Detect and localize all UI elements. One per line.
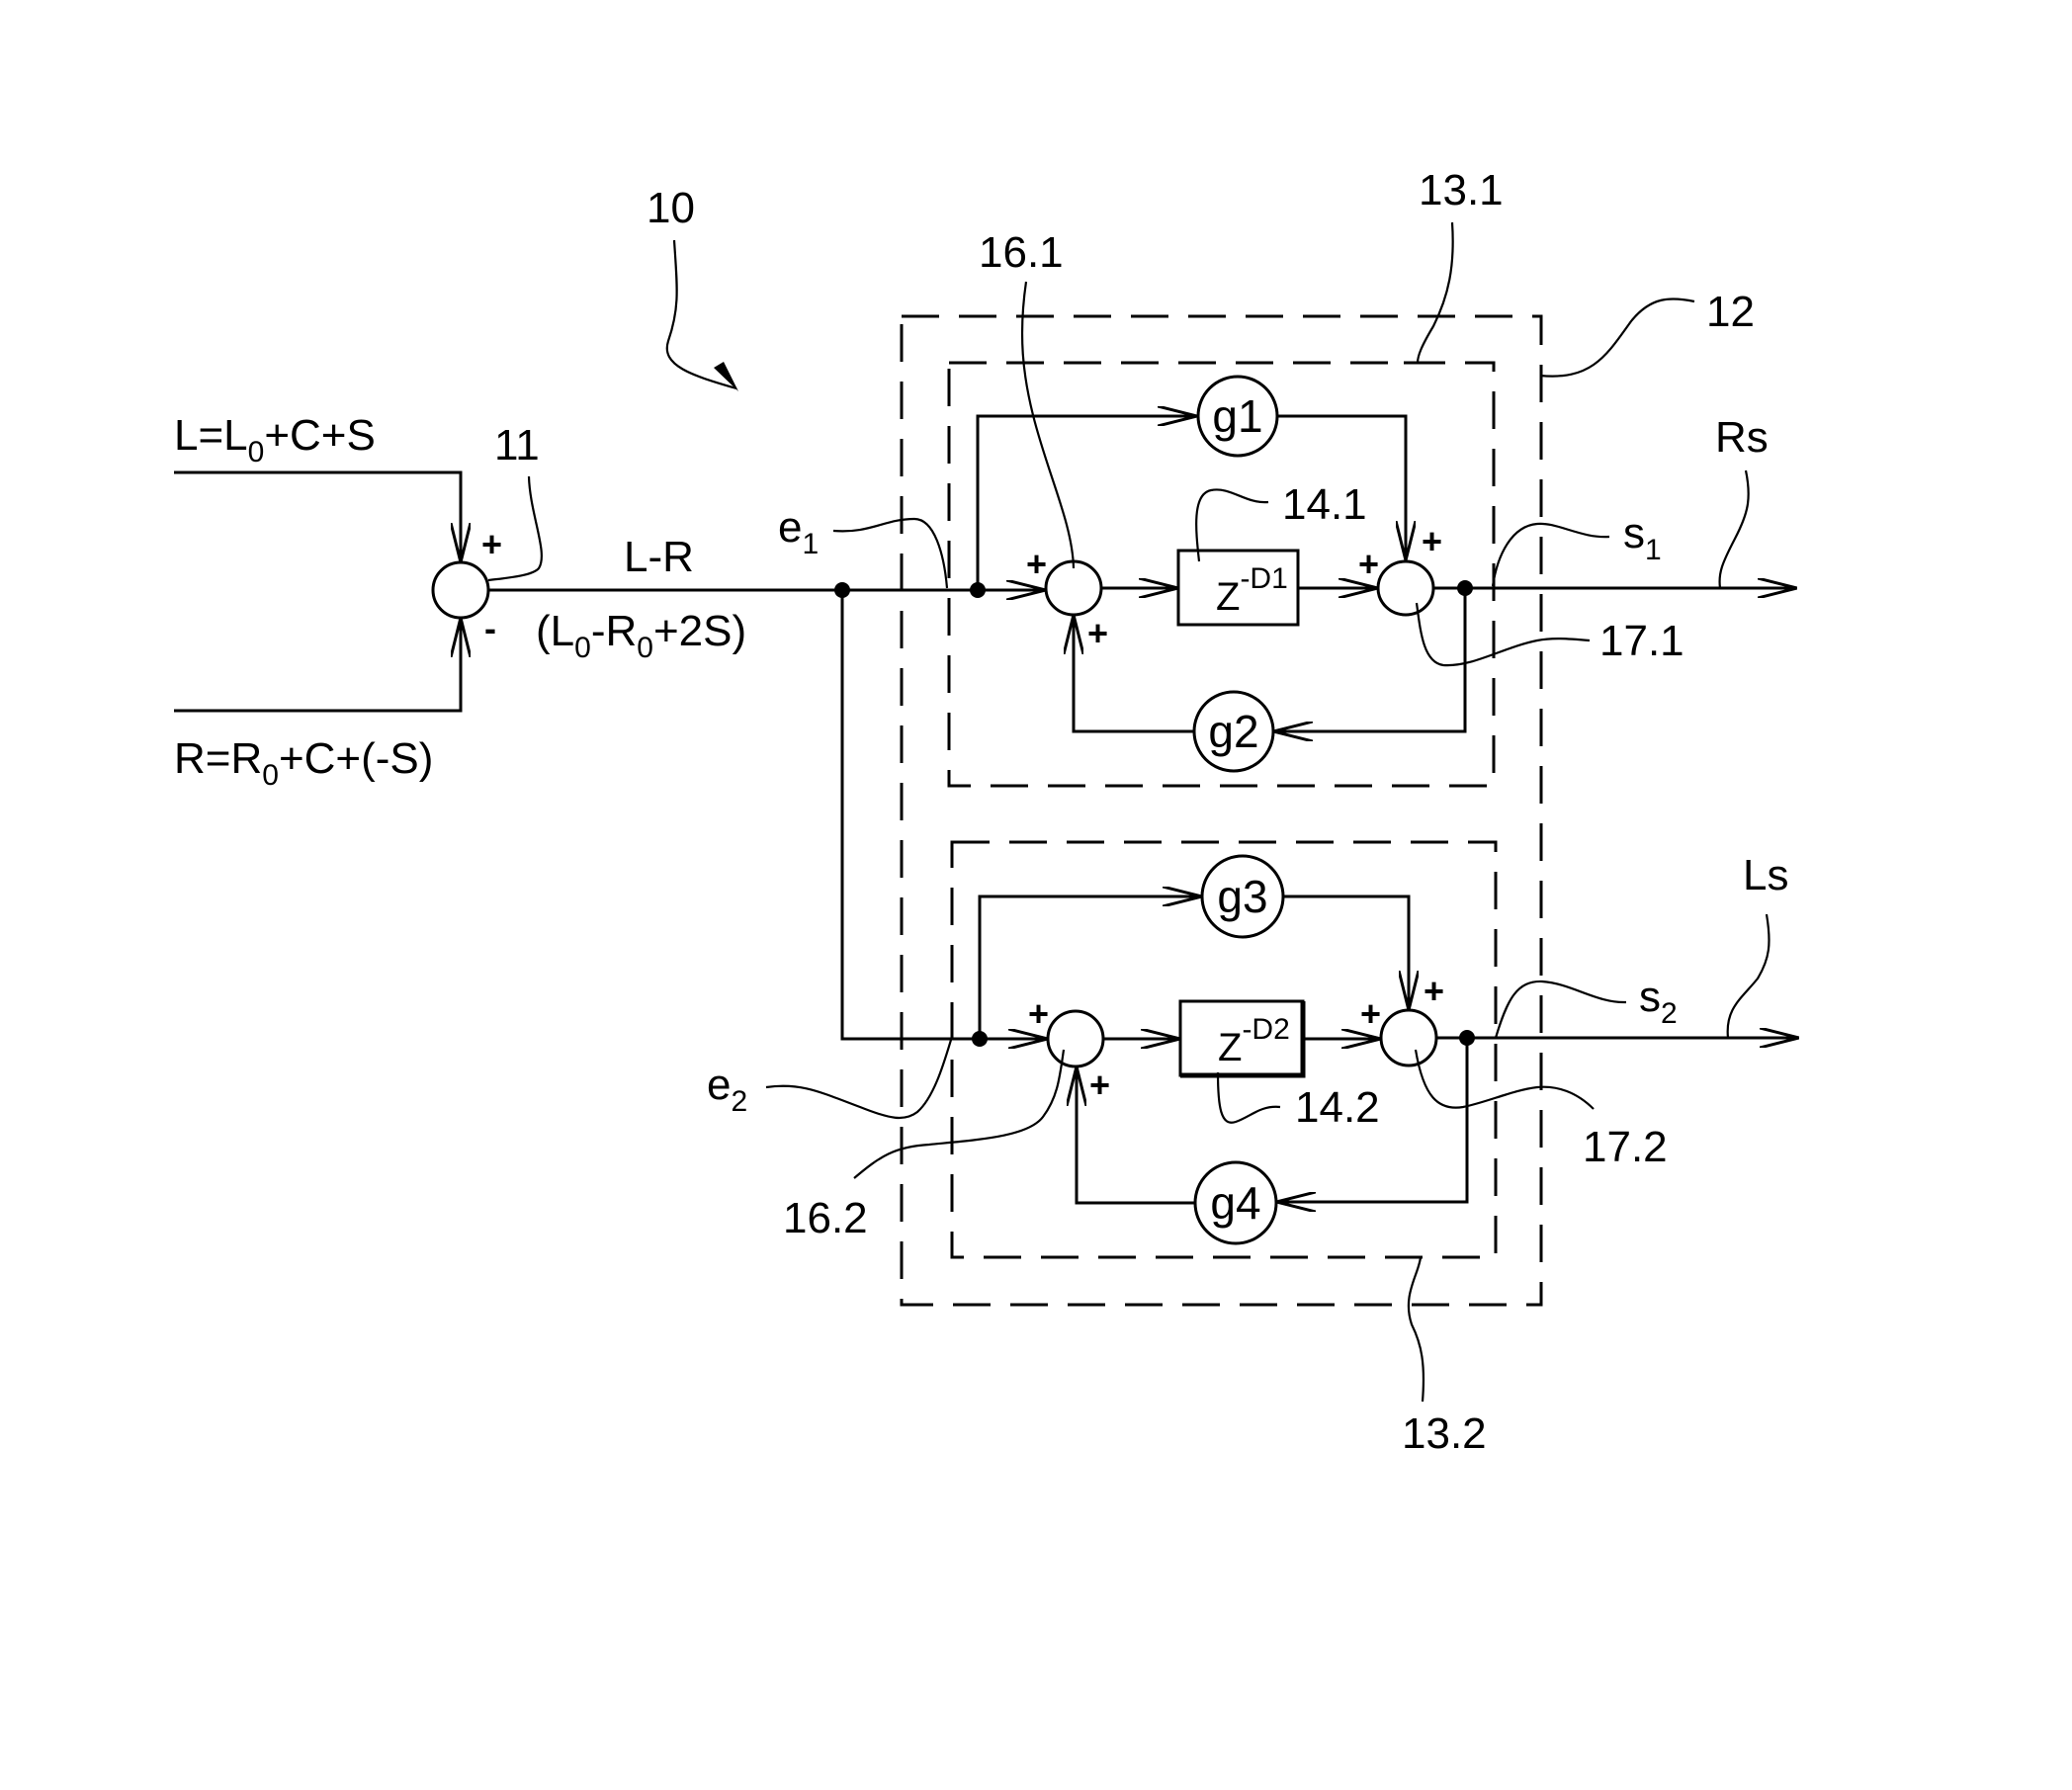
ref-17-2-leader (1414, 1049, 1595, 1110)
svg-text:R=R0+C+(-S): R=R0+C+(-S) (174, 734, 433, 792)
subtractor-minus-sign: - (484, 608, 496, 648)
delay-1-label: Z-D1 (1216, 562, 1288, 619)
sum-17-1-plus-top: + (1422, 521, 1442, 561)
output-rs-leader (1718, 469, 1750, 589)
input-right-wire (174, 618, 461, 713)
g4-input-wire (1276, 1038, 1469, 1202)
ref-11-label: 11 (494, 421, 540, 469)
input-right-label: R=R (174, 734, 262, 783)
s2-label: s (1639, 973, 1661, 1021)
ref-16-2-leader (853, 1049, 1066, 1179)
sum-16-1-plus-left: + (1026, 544, 1047, 584)
input-right-sub: 0 (262, 759, 279, 792)
ref-10-label: 10 (647, 184, 695, 232)
s2-leader (1494, 980, 1627, 1039)
g3-label: g3 (1217, 871, 1267, 922)
e1-leader (832, 517, 949, 589)
sum-17-1-node (1376, 559, 1435, 617)
sum-17-2-plus-left: + (1360, 993, 1381, 1034)
ref-13-1-leader (1416, 221, 1454, 364)
subtractor-plus-sign: + (481, 524, 502, 564)
ref-16-1-leader (1020, 281, 1076, 569)
input-left-rest: +C+S (264, 411, 376, 460)
ref-14-1-leader (1195, 488, 1269, 562)
processor-12-box (900, 314, 1543, 1307)
sum-17-1-plus-left: + (1358, 544, 1379, 584)
subtractor-node (431, 560, 490, 620)
split-wire-to-channel-2 (840, 590, 978, 1041)
input-left: L=L0+C+S (174, 411, 461, 562)
svg-text:s2: s2 (1639, 973, 1678, 1030)
ref-16-2-label: 16.2 (783, 1194, 868, 1242)
ref-17-2-label: 17.2 (1583, 1123, 1668, 1171)
ref-12-label: 12 (1706, 288, 1755, 336)
channel-1: 13.1 e1 g1 + + 16.1 Z-D1 14.1 + + (778, 166, 1797, 788)
g1-output-wire (1277, 414, 1406, 560)
ref-10-arrowhead-icon (714, 362, 738, 391)
ref-13-2-leader (1407, 1256, 1425, 1403)
ref-11-leader (487, 475, 543, 582)
output-ls-leader (1726, 913, 1770, 1039)
difference-label: L-R (624, 533, 694, 581)
input-left-wire (174, 470, 461, 562)
sum-16-1-plus-bottom: + (1087, 613, 1108, 653)
output-rs-label: Rs (1715, 413, 1769, 462)
g3-output-wire (1283, 895, 1409, 1010)
ref-13-2-label: 13.2 (1402, 1409, 1487, 1458)
svg-text:L=L0+C+S: L=L0+C+S (174, 411, 376, 469)
s1-label: s (1623, 509, 1645, 557)
g4-label: g4 (1210, 1177, 1260, 1229)
ref-14-1-label: 14.1 (1282, 480, 1367, 529)
sum-16-1-node (1044, 559, 1103, 617)
ref-17-1-label: 17.1 (1599, 617, 1684, 665)
e2-leader (765, 1039, 953, 1120)
svg-text:s1: s1 (1623, 509, 1662, 566)
g1-input-wire (976, 416, 1197, 590)
g2-output-wire (1074, 615, 1194, 733)
block-13-1-box (947, 361, 1496, 788)
s1-leader (1491, 522, 1610, 587)
ref-10-leader (665, 239, 737, 390)
delay-2-label: Z-D2 (1218, 1013, 1290, 1069)
sum-17-2-node (1379, 1008, 1438, 1067)
block-13-2-box (950, 840, 1498, 1259)
sum-16-2-node (1046, 1009, 1105, 1068)
input-left-label: L=L (174, 411, 248, 460)
ref-17-1-leader (1415, 602, 1591, 667)
e2-label: e (707, 1061, 731, 1109)
g2-input-wire (1273, 588, 1467, 731)
ref-14-2-label: 14.2 (1295, 1083, 1380, 1132)
ref-13-1-label: 13.1 (1419, 166, 1504, 214)
e1-label: e (778, 503, 802, 552)
difference-expression: (L0-R0+2S) (536, 607, 746, 664)
sum-17-2-plus-top: + (1424, 971, 1444, 1011)
input-right-rest: +C+(-S) (279, 734, 433, 783)
input-right: R=R0+C+(-S) (174, 618, 461, 792)
svg-text:e2: e2 (707, 1061, 747, 1118)
ref-12-leader (1539, 298, 1695, 378)
svg-text:e1: e1 (778, 503, 819, 560)
g3-input-wire (978, 896, 1202, 1039)
input-left-sub: 0 (248, 436, 265, 469)
g2-label: g2 (1208, 706, 1258, 757)
sum-16-2-plus-left: + (1028, 993, 1049, 1034)
channel-2: 13.2 e2 g3 + + 16.2 Z-D2 14.2 + + Ls s2 … (707, 840, 1799, 1458)
ref-16-1-label: 16.1 (979, 228, 1064, 277)
sum-16-2-plus-bottom: + (1089, 1065, 1110, 1105)
output-ls-label: Ls (1743, 851, 1788, 899)
ref-14-2-leader (1216, 1071, 1281, 1124)
g1-label: g1 (1212, 390, 1262, 442)
g4-output-wire (1077, 1066, 1195, 1205)
